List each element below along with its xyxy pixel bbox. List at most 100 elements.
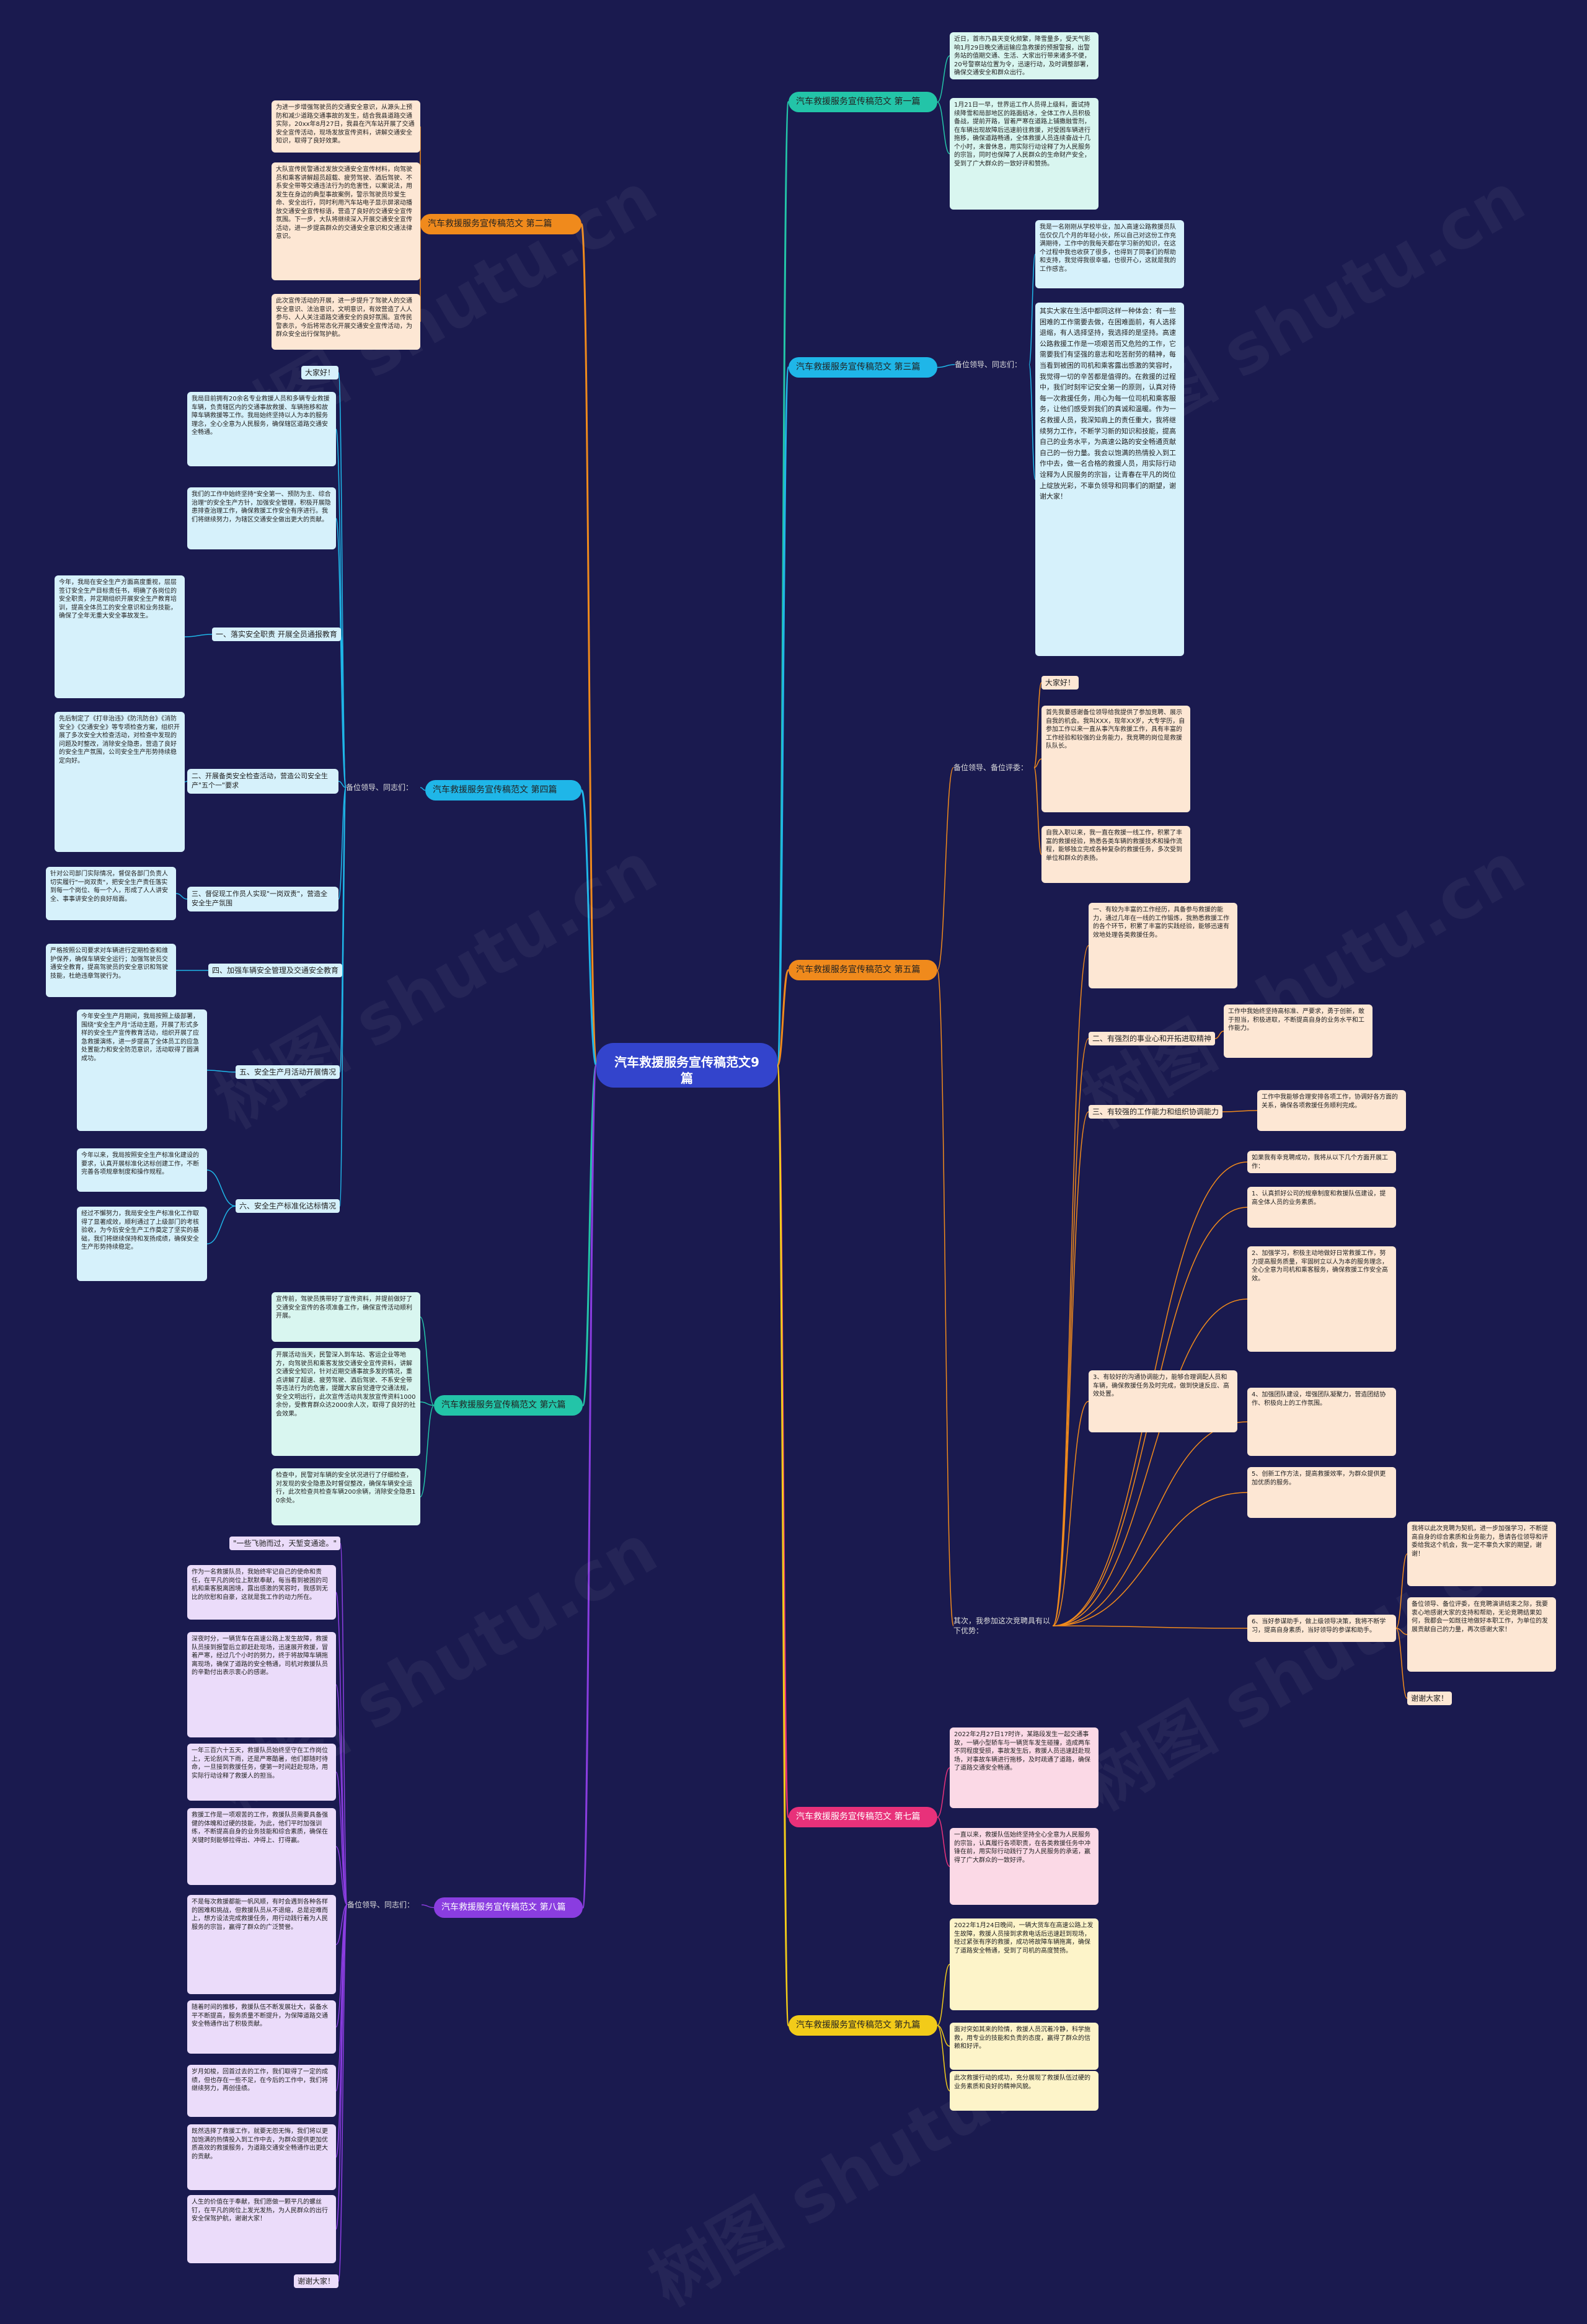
branch-label: 备位领导、同志们： bbox=[346, 783, 413, 792]
branch-4[interactable]: 汽车救援服务宣传稿范文 第四篇 bbox=[425, 780, 581, 801]
leaf-text: 今年，我局在安全生产方面高度重视，层层签订安全生产目标责任书，明确了各岗位的安全… bbox=[55, 575, 185, 698]
thanks: 谢谢大家！ bbox=[1407, 1692, 1452, 1706]
connector bbox=[338, 1904, 348, 2282]
leaf-text: 我是一名刚刚从学校毕业，加入高速公路救援员队伍仅仅几个月的年轻小伙，所以自己对这… bbox=[1035, 220, 1184, 288]
connector bbox=[776, 1064, 790, 2026]
leaf-text: 1月21日一早，世界运工作人员得上级料，面试持续降雪和局部地区的路面结冰，全体工… bbox=[950, 98, 1099, 210]
section-1[interactable]: 一、落实安全职责 开展全员通报教育 bbox=[212, 628, 341, 642]
connector bbox=[1033, 682, 1042, 768]
connector bbox=[420, 1404, 435, 1497]
leaf-text: 人生的价值在于奉献，我们愿做一颗平凡的螺丝钉，在平凡的岗位上发光发热，为人民群众… bbox=[187, 2195, 336, 2263]
connector bbox=[335, 518, 347, 788]
leaf-text: 检查中，民警对车辆的安全状况进行了仔细检查，对发现的安全隐患及时督促整改，确保车… bbox=[272, 1468, 420, 1525]
connector bbox=[339, 787, 347, 1207]
connector bbox=[184, 634, 213, 637]
connector bbox=[1052, 1298, 1248, 1626]
branch-label: 备位领导、同志们： bbox=[347, 1900, 415, 1909]
branch-2[interactable]: 汽车救援服务宣传稿范文 第二篇 bbox=[420, 214, 581, 234]
connector bbox=[338, 781, 347, 788]
branch-1[interactable]: 汽车救援服务宣传稿范文 第一篇 bbox=[789, 92, 937, 112]
leaf-text: 一年三百六十五天，救援队员始终坚守在工作岗位上，无论刮风下雨，还是严寒酷暑，他们… bbox=[187, 1744, 336, 1801]
branch-9[interactable]: 汽车救援服务宣传稿范文 第九篇 bbox=[789, 2015, 937, 2036]
advantage-1: 一、有较为丰富的工作经历，具备参与救援的能力，通过几年在一线的工作锻炼，我熟悉救… bbox=[1089, 903, 1237, 988]
leaf-text: 工作中我能够合理安排各项工作，协调好各方面的关系，确保各项救援任务顺利完成。 bbox=[1257, 1090, 1406, 1131]
leaf-text: 深夜时分，一辆货车在高速公路上发生故障，救援队员接到报警后立即赶赴现场，迅速展开… bbox=[187, 1632, 336, 1737]
closing-2: 备位领导、备位评委，在竞聘演讲结束之际，我要衷心地感谢大家的支持和帮助，无论竞聘… bbox=[1407, 1597, 1556, 1672]
connector bbox=[420, 1316, 435, 1406]
connector bbox=[335, 1904, 348, 2230]
plan-3: 3、有较好的沟通协调能力，能够合理调配人员和车辆，确保救援任务及时完成，做到快速… bbox=[1089, 1370, 1237, 1432]
leaf-text: 一直以来，救援队伍始终坚持全心全意为人民服务的宗旨，认真履行各项职责，在各类救援… bbox=[950, 1828, 1099, 1905]
connector bbox=[937, 55, 950, 103]
plan-5: 5、创新工作方法，提高救援效率，为群众提供更加优质的服务。 bbox=[1247, 1467, 1396, 1518]
connector bbox=[1395, 1628, 1408, 1699]
leaf-text: 其实大家在生活中都同这样一种体会：有一些困难的工作需要去做，在困难面前，有人选择… bbox=[1035, 303, 1184, 656]
branch-5[interactable]: 汽车救援服务宣传稿范文 第五篇 bbox=[789, 960, 937, 980]
connector bbox=[340, 1543, 348, 1905]
connector bbox=[937, 1767, 950, 1818]
connector bbox=[335, 1904, 348, 1945]
leaf-text: 面对突如其来的险情，救援人员沉着冷静，科学施救，用专业的技能和负责的态度，赢得了… bbox=[950, 2023, 1099, 2070]
connector bbox=[338, 787, 347, 900]
branch-7[interactable]: 汽车救援服务宣传稿范文 第七篇 bbox=[789, 1807, 937, 1827]
plan-2: 2、加强学习，积极主动地做好日常救援工作，努力提高服务质量，牢固树立以人为本的服… bbox=[1247, 1246, 1396, 1352]
connector bbox=[206, 1205, 236, 1244]
connector bbox=[1033, 767, 1042, 855]
section-6[interactable]: 六、安全生产标准化达标情况 bbox=[236, 1199, 340, 1213]
leaf-text: 随着时间的推移，救援队伍不断发展壮大，装备水平不断提高，服务质量不断提升，为保障… bbox=[187, 2000, 336, 2054]
branch-3[interactable]: 汽车救援服务宣传稿范文 第三篇 bbox=[789, 357, 937, 378]
closing-1: 我将以此次竞聘为契机，进一步加强学习，不断提高自身的综合素质和业务能力，恳请各位… bbox=[1407, 1522, 1556, 1586]
leaf-text: 近日，首市乃县天变化频繁，降雪量多，受天气影响1月29日晚交通运输应急救援的预报… bbox=[950, 32, 1099, 79]
leaf-text: 先后制定了《打非治违》《防汛防台》《消防安全》《交通安全》等专项检查方案，组织开… bbox=[55, 712, 185, 852]
leaf-text: 为进一步增强驾驶员的交通安全意识，从源头上预防和减少道路交通事故的发生，结合我县… bbox=[272, 100, 420, 153]
connector bbox=[1395, 1628, 1408, 1635]
connector bbox=[937, 1816, 950, 1867]
section-5[interactable]: 五、安全生产月活动开展情况 bbox=[236, 1065, 340, 1080]
leaf-text: 大队宣传民警通过发放交通安全宣传材料，向驾驶员和乘客讲解超员超载、疲劳驾驶、酒后… bbox=[272, 162, 420, 280]
leaf-text: 严格按照公司要求对车辆进行定期检查和维护保养，确保车辆安全运行；加强驾驶员交通安… bbox=[46, 944, 176, 997]
branch-label: 其次，我参加这次竞聘具有以下优势： bbox=[953, 1617, 1051, 1636]
leaf-text: 自我入职以来，我一直在救援一线工作，积累了丰富的救援经验，熟悉各类车辆的救援技术… bbox=[1041, 826, 1190, 883]
connector bbox=[937, 767, 954, 971]
connector bbox=[340, 634, 347, 788]
connector bbox=[1222, 1110, 1258, 1112]
root-topic[interactable]: 汽车救援服务宣传稿范文9篇 bbox=[596, 1043, 777, 1088]
connector bbox=[206, 1169, 236, 1207]
connector bbox=[776, 366, 790, 1067]
leaf-text: 开展活动当天，民警深入到车站、客运企业等地方，向驾驶员和乘客发放交通安全宣传资料… bbox=[272, 1348, 420, 1456]
connector bbox=[1052, 1625, 1248, 1629]
connector bbox=[776, 101, 790, 1067]
section-2[interactable]: 二、开展备类安全检查活动，营造公司安全生产"五个一"要求 bbox=[187, 769, 338, 794]
connector bbox=[1052, 1401, 1089, 1626]
branch-8[interactable]: 汽车救援服务宣传稿范文 第八篇 bbox=[434, 1897, 583, 1918]
leaf-text: 此次救援行动的成功，充分展现了救援队伍过硬的业务素质和良好的精神风貌。 bbox=[950, 2071, 1099, 2111]
leaf-text: 救援工作是一项艰苦的工作，救援队员需要具备强健的体魄和过硬的技能，为此，他们平时… bbox=[187, 1808, 336, 1885]
leaf-text: 2022年1月24日晚间，一辆大货车在高速公路上发生故障，救援人员接到求救电话后… bbox=[950, 1918, 1099, 2010]
branch-6[interactable]: 汽车救援服务宣传稿范文 第六篇 bbox=[434, 1395, 583, 1416]
section-3[interactable]: 三、督促现工作员人实现"一岗双责"，营造全安全生产氛围 bbox=[187, 887, 338, 911]
connector bbox=[937, 969, 954, 1626]
leaf-text: 2022年2月27日17时许，某路段发生一起交通事故，一辆小型轿车与一辆货车发生… bbox=[950, 1727, 1099, 1808]
advantage-3[interactable]: 三、有较强的工作能力和组织协调能力 bbox=[1089, 1105, 1223, 1119]
connector bbox=[1052, 1421, 1248, 1626]
connector bbox=[580, 789, 598, 1067]
connector bbox=[335, 1772, 348, 1905]
thanks: 谢谢大家！ bbox=[294, 2274, 339, 2289]
leaf-text: 岁月如梭，回首过去的工作，我们取得了一定的成绩，但也存在一些不足，在今后的工作中… bbox=[187, 2065, 336, 2117]
leaf-text: 工作中我始终坚持高标准、严要求，勇于创新，敢于担当，积极进取，不断提高自身的业务… bbox=[1224, 1005, 1373, 1058]
leaf-text: 宣传前，驾驶员携带好了宣传资料，并提前做好了交通安全宣传的各项准备工作，确保宣传… bbox=[272, 1292, 420, 1342]
connector bbox=[937, 101, 950, 154]
section-4[interactable]: 四、加强车辆安全管理及交通安全教育 bbox=[208, 964, 343, 978]
leaf-text: 不是每次救援都能一帆风顺，有时会遇到各种各样的困难和挑战，但救援队员从不退缩，总… bbox=[187, 1895, 336, 1994]
advantage-2[interactable]: 二、有强烈的事业心和开拓进取精神 bbox=[1089, 1032, 1216, 1046]
leaf-text: 我局目前拥有20余名专业救援人员和多辆专业救援车辆，负责辖区内的交通事故救援、车… bbox=[187, 392, 336, 466]
connector bbox=[1052, 1038, 1089, 1626]
branch-label: 备位领导、同志们： bbox=[955, 360, 1022, 369]
connector bbox=[1033, 758, 1042, 768]
connector bbox=[1052, 945, 1089, 1626]
connector bbox=[184, 781, 188, 783]
connector bbox=[1028, 364, 1036, 480]
leaf-text: 既然选择了救援工作，就要无怨无悔，我们将以更加饱满的热情投入到工作中去，为群众提… bbox=[187, 2124, 336, 2190]
leaf-text: 此次宣传活动的开展，进一步提升了驾驶人的交通安全意识、法治意识，文明意识，有效营… bbox=[272, 294, 420, 350]
connector bbox=[580, 223, 598, 1067]
